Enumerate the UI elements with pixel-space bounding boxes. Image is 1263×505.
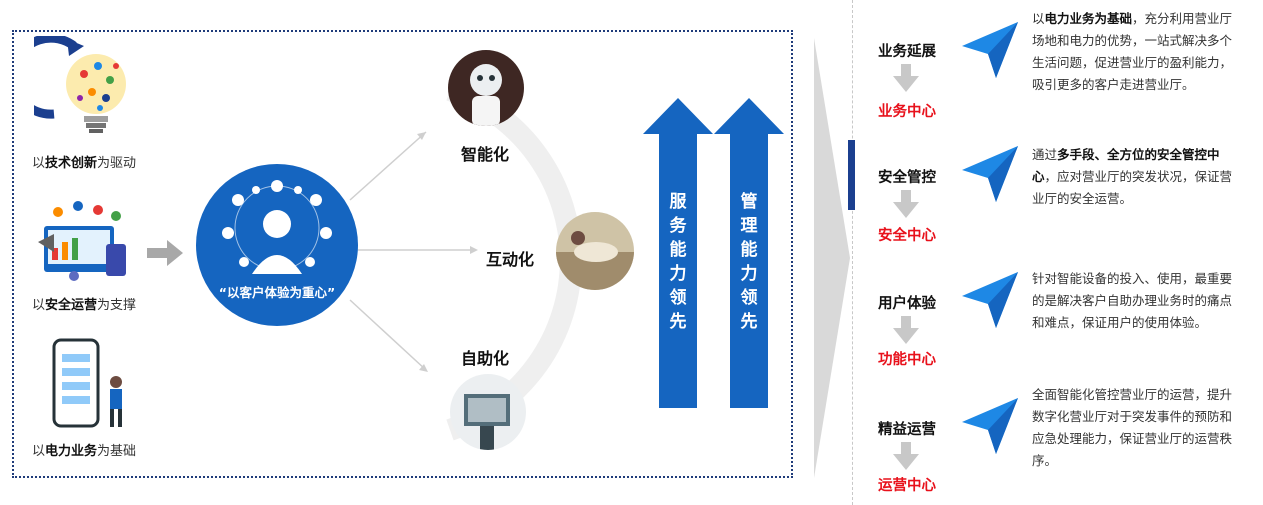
center-label: “以客户体验为重心” <box>218 285 336 300</box>
right-title-safety: 安全管控 <box>878 170 936 186</box>
right-title-user: 用户体验 <box>878 296 936 312</box>
divider-line <box>852 0 853 505</box>
right-title-business: 业务延展 <box>878 44 936 60</box>
paper-plane-icon <box>962 272 1018 328</box>
self-service-photo <box>450 374 526 450</box>
right-center-safety: 安全中心 <box>878 228 936 244</box>
monitor-icon <box>38 201 126 281</box>
chevron-divider-icon <box>814 38 850 478</box>
paper-plane-icon <box>962 146 1018 202</box>
lightbulb-icon <box>34 36 126 133</box>
desc-safety: 通过多手段、全方位的安全管控中心，应对营业厅的突发状况，保证营业厅的安全运营。 <box>1032 147 1233 206</box>
right-center-business: 业务中心 <box>878 104 936 120</box>
customer-network-icon <box>222 180 332 274</box>
management-arrow-label: 管理能力领先 <box>740 192 758 332</box>
right-title-operations: 精益运营 <box>878 422 936 438</box>
active-indicator <box>848 140 855 210</box>
ring-label-interactive: 互动化 <box>486 250 535 269</box>
gray-arrow-icon <box>147 240 183 266</box>
interaction-photo <box>556 212 634 290</box>
pillar-tech-label: 以技术创新为驱动 <box>32 156 137 171</box>
management-arrow <box>714 98 784 408</box>
service-arrow-label: 服务能力领先 <box>669 192 687 332</box>
ring-label-smart: 智能化 <box>461 145 510 164</box>
down-arrow-icon <box>893 316 919 344</box>
paper-plane-icon <box>962 398 1018 454</box>
down-arrow-icon <box>893 442 919 470</box>
right-center-user: 功能中心 <box>878 352 936 368</box>
desc-business: 以电力业务为基础，充分利用营业厅场地和电力的优势，一站式解决多个生活问题，促进营… <box>1032 11 1233 92</box>
down-arrow-icon <box>893 190 919 218</box>
pillar-safety-label: 以安全运营为支撑 <box>32 298 137 313</box>
down-arrow-icon <box>893 64 919 92</box>
desc-operations: 全面智能化管控营业厅的运营，提升数字化营业厅对于突发事件的预防和应急处理能力，保… <box>1032 387 1233 468</box>
desc-user: 针对智能设备的投入、使用，最重要的是解决客户自助办理业务时的痛点和难点，保证用户… <box>1032 271 1233 330</box>
robot-photo <box>448 50 524 126</box>
pillar-power-label: 以电力业务为基础 <box>32 444 137 459</box>
left-panel <box>12 30 793 478</box>
service-arrow <box>643 98 713 408</box>
right-center-operations: 运营中心 <box>878 478 936 494</box>
phone-person-icon <box>52 338 122 428</box>
paper-plane-icon <box>962 22 1018 78</box>
ring-label-self-service: 自助化 <box>461 349 510 368</box>
